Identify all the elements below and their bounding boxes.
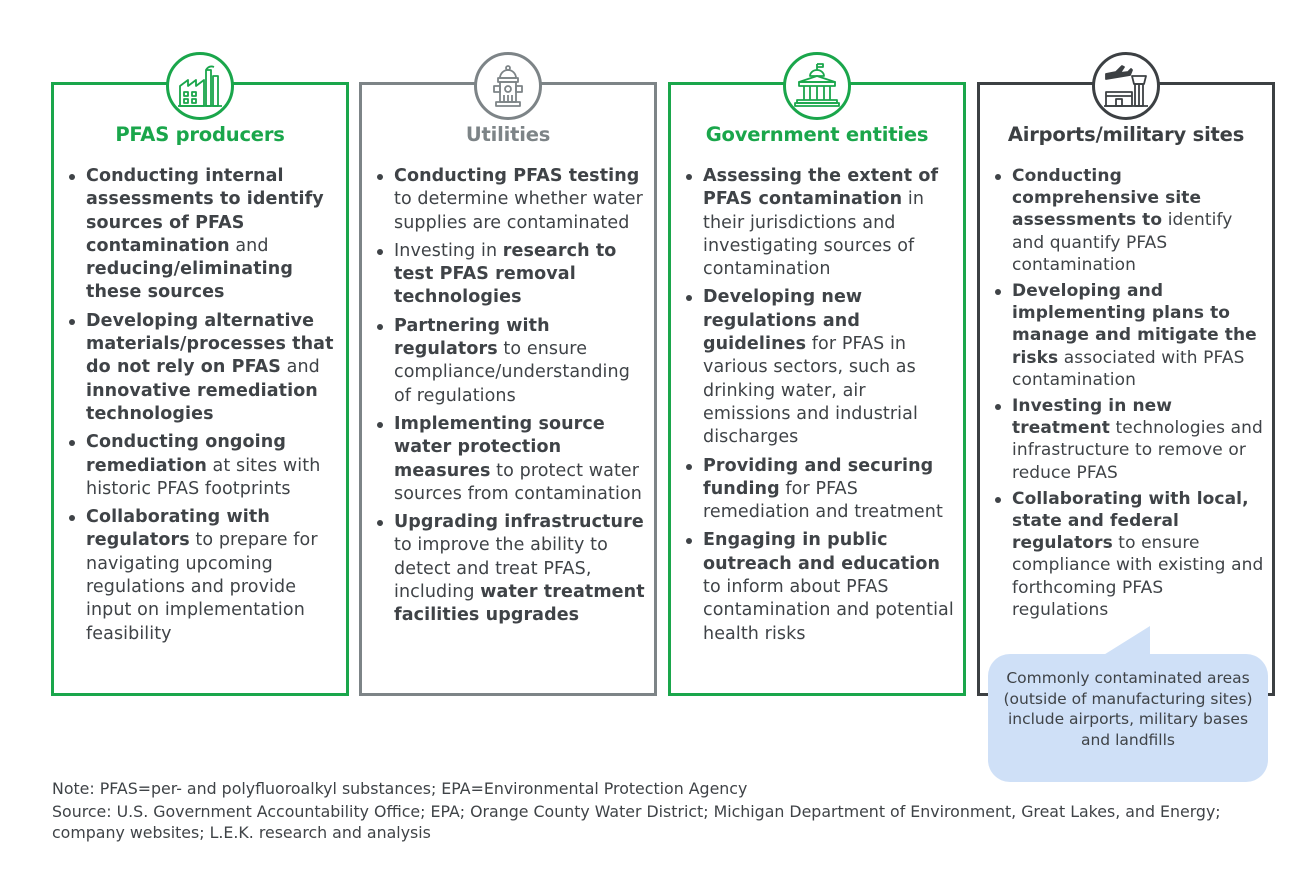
list-item: Assessing the extent of PFAS contaminati…: [686, 165, 955, 281]
government-building-icon: [783, 52, 851, 120]
source-text: Source: U.S. Government Accountability O…: [52, 801, 1221, 843]
airport-tower-icon: [1092, 52, 1160, 120]
item-list: Assessing the extent of PFAS contaminati…: [671, 165, 963, 651]
column-pfas-producers: PFAS producers Conducting internal asses…: [51, 52, 349, 696]
column-title: Utilities: [465, 123, 551, 146]
callout-pointer: [1102, 626, 1150, 656]
list-item: Investing in new treatment technologies …: [995, 396, 1263, 483]
list-item: Conducting internal assessments to ident…: [69, 165, 338, 305]
footnotes: Note: PFAS=per- and polyfluoroalkyl subs…: [52, 778, 1272, 845]
column-title: Airports/military sites: [1007, 123, 1245, 146]
fire-hydrant-icon: [474, 52, 542, 120]
list-item: Conducting comprehensive site assessment…: [995, 165, 1264, 276]
list-item: Developing new regulations and guideline…: [686, 286, 955, 449]
item-list: Conducting comprehensive site assessment…: [980, 165, 1272, 625]
list-item: Conducting ongoing remediation at sites …: [69, 431, 338, 501]
item-list: Conducting internal assessments to ident…: [54, 165, 346, 651]
list-item: Investing in research to test PFAS remov…: [377, 240, 646, 310]
list-item: Upgrading infrastructure to improve the …: [377, 511, 646, 627]
column-title: Government entities: [705, 123, 929, 146]
list-item: Partnering with regulators to ensure com…: [377, 315, 646, 408]
list-item: Developing alternative materials/process…: [69, 310, 338, 426]
list-item: Developing and implementing plans to man…: [995, 280, 1264, 391]
callout-bubble: Commonly contaminated areas (outside of …: [988, 654, 1268, 782]
list-item: Conducting PFAS testing to determine whe…: [377, 165, 646, 235]
list-item: Engaging in public outreach and educatio…: [686, 529, 955, 645]
factory-icon: [166, 52, 234, 120]
note-text: Note: PFAS=per- and polyfluoroalkyl subs…: [52, 779, 748, 798]
list-item: Providing and securing funding for PFAS …: [686, 455, 955, 525]
column-airports-military: Airports/military sites Conducting compr…: [977, 52, 1275, 696]
list-item: Implementing source water protection mea…: [377, 413, 646, 506]
column-title: PFAS producers: [115, 123, 285, 146]
list-item: Collaborating with regulators to prepare…: [69, 506, 338, 646]
item-list: Conducting PFAS testing to determine whe…: [362, 165, 654, 633]
list-item: Collaborating with local, state and fede…: [995, 488, 1264, 620]
column-utilities: Utilities Conducting PFAS testing to det…: [359, 52, 657, 696]
column-government-entities: Government entities Assessing the extent…: [668, 52, 966, 696]
